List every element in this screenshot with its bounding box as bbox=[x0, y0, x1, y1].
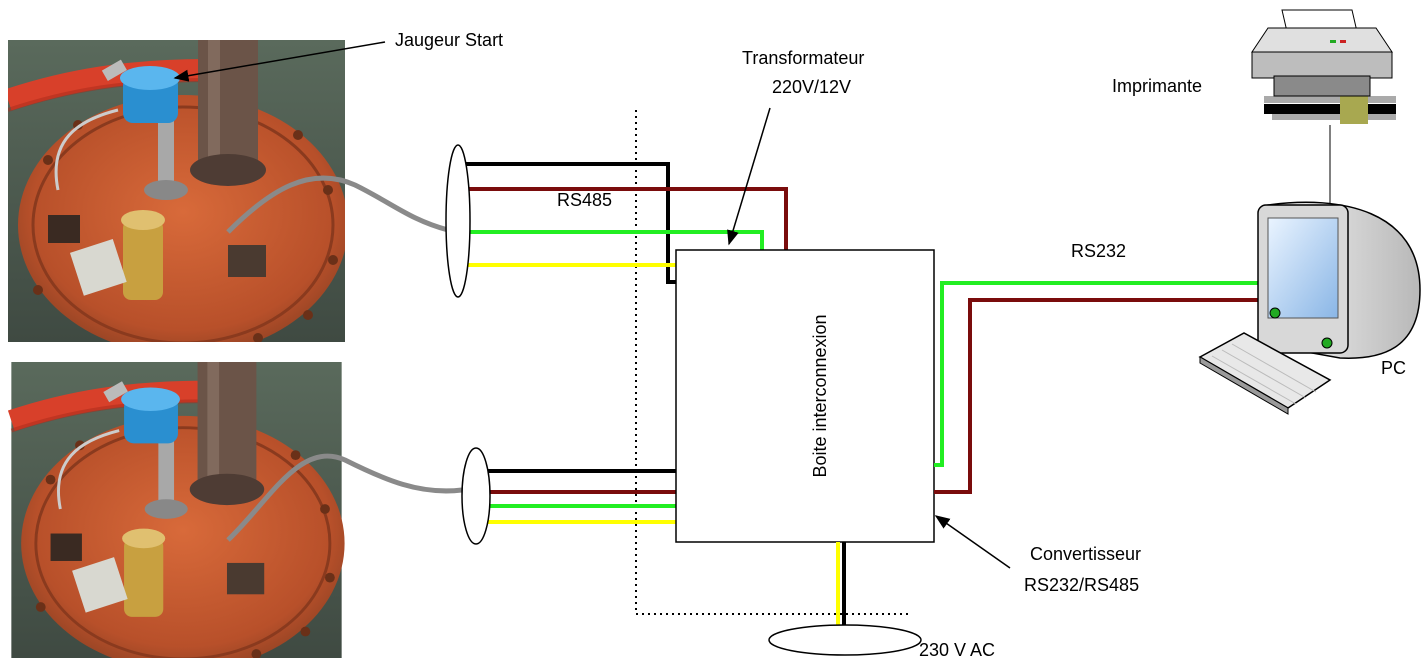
sensor-cable-bottom bbox=[226, 453, 463, 542]
label-rs232: RS232 bbox=[1071, 241, 1126, 261]
enclosure-boundary bbox=[635, 110, 908, 615]
label-converter-1: Convertisseur bbox=[1030, 544, 1141, 564]
wires-rs232 bbox=[934, 281, 1268, 494]
label-transformer-2: 220V/12V bbox=[772, 77, 851, 97]
printer-icon bbox=[1251, 9, 1396, 205]
label-pc: PC bbox=[1381, 358, 1406, 378]
interconnection-box bbox=[675, 249, 935, 543]
label-converter-2: RS232/RS485 bbox=[1024, 575, 1139, 595]
annotation-arrows bbox=[173, 41, 1011, 569]
label-rs485: RS485 bbox=[557, 190, 612, 210]
label-printer: Imprimante bbox=[1112, 76, 1202, 96]
power-cable bbox=[836, 542, 846, 630]
sensor-cable-top bbox=[226, 175, 449, 234]
cable-bundle-ellipse-top bbox=[445, 144, 471, 298]
cable-bundle-ellipse-bottom bbox=[461, 447, 491, 545]
wires-top bbox=[452, 162, 788, 284]
box-label: Boite interconnexion bbox=[810, 314, 830, 477]
wires-bottom bbox=[478, 469, 677, 524]
keyboard-icon bbox=[1198, 332, 1332, 415]
label-power: 230 V AC bbox=[919, 640, 995, 660]
computer-monitor-icon bbox=[1257, 201, 1421, 359]
label-gauge: Jaugeur Start bbox=[395, 30, 503, 50]
label-transformer-1: Transformateur bbox=[742, 48, 864, 68]
tank-photo-top bbox=[8, 40, 348, 355]
tank-photo-bottom bbox=[11, 362, 344, 661]
power-plug-ellipse bbox=[768, 624, 922, 656]
